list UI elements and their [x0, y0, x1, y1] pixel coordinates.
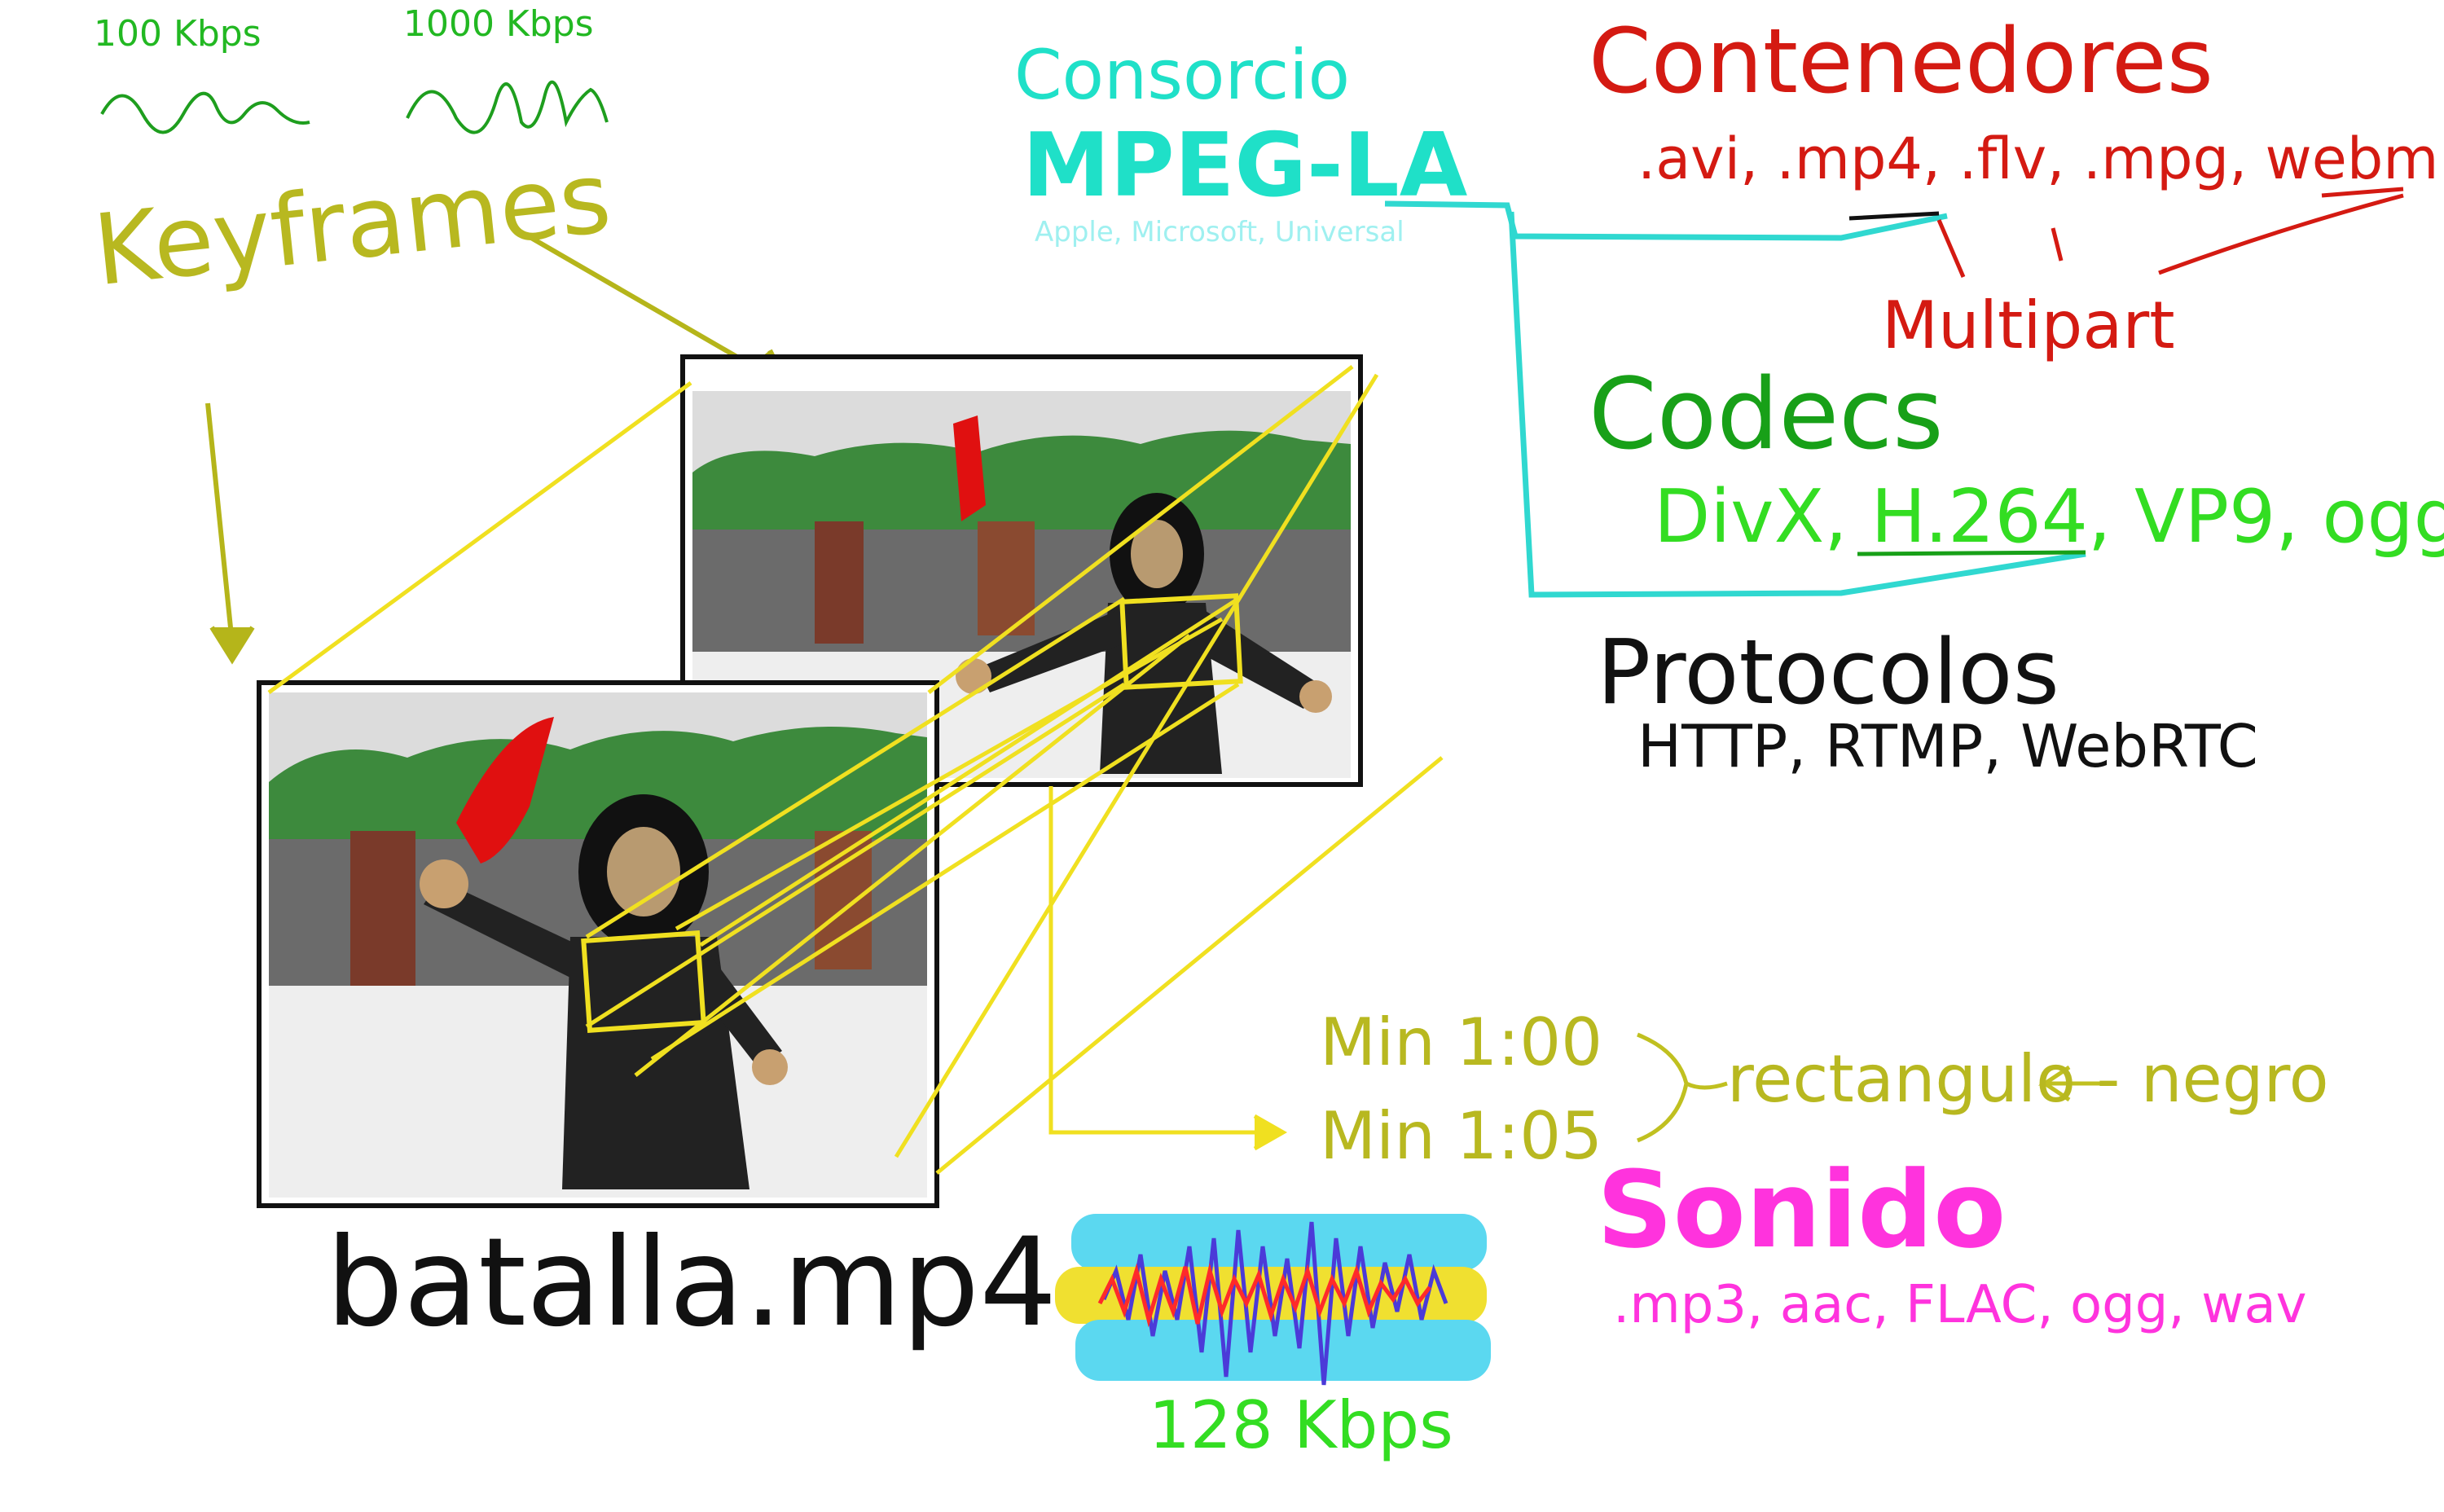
- containers-title: Contenedores: [1589, 9, 2213, 113]
- timing-arrow-left: [2037, 1065, 2110, 1102]
- codecs-items: DivX, H.264, VP9, ogg: [1654, 474, 2444, 560]
- bitrate-low-label: 100 Kbps: [94, 13, 262, 55]
- sound-items: .mp3, aac, FLAC, ogg, wav: [1613, 1275, 2307, 1335]
- timing-line-1: Min 1:00: [1320, 1004, 1603, 1080]
- containers-multipart: Multipart: [1882, 288, 2175, 363]
- containers-items: .avi, .mp4, .flv, .mpg, webm: [1637, 125, 2439, 192]
- sound-bitrate: 128 Kbps: [1149, 1387, 1453, 1463]
- timing-line-2: Min 1:05: [1320, 1098, 1603, 1174]
- motion-region-back: [1119, 593, 1243, 690]
- consortium-label: Consorcio: [1014, 35, 1351, 115]
- codecs-title: Codecs: [1589, 358, 1944, 472]
- timing-result: rectangulo - negro: [1727, 1041, 2329, 1117]
- motion-region-front: [581, 930, 706, 1033]
- timing-arrow: [1048, 786, 1288, 1151]
- h264-underline: [1857, 550, 2086, 556]
- video-filename: batalla.mp4: [326, 1212, 1057, 1354]
- bitrate-high-label: 1000 Kbps: [403, 3, 594, 45]
- sound-waveform: [1055, 1214, 1491, 1386]
- wave-1000kbps: [406, 80, 609, 134]
- timing-bracket: [1637, 1032, 1728, 1143]
- mp4-underline: [1848, 211, 1940, 221]
- consortium-name: MPEG-LA: [1022, 115, 1468, 217]
- frame-connector-lines: [267, 365, 1444, 1175]
- containers-underlines: [1936, 187, 2404, 278]
- consortium-members: Apple, Microsoft, Universal: [1035, 216, 1404, 248]
- protocols-items: HTTP, RTMP, WebRTC: [1637, 712, 2258, 780]
- mpeg-connectors: [1384, 200, 2086, 598]
- sound-title: Sonido: [1597, 1148, 2007, 1272]
- protocols-title: Protocolos: [1597, 620, 2059, 724]
- wave-100kbps: [100, 91, 310, 134]
